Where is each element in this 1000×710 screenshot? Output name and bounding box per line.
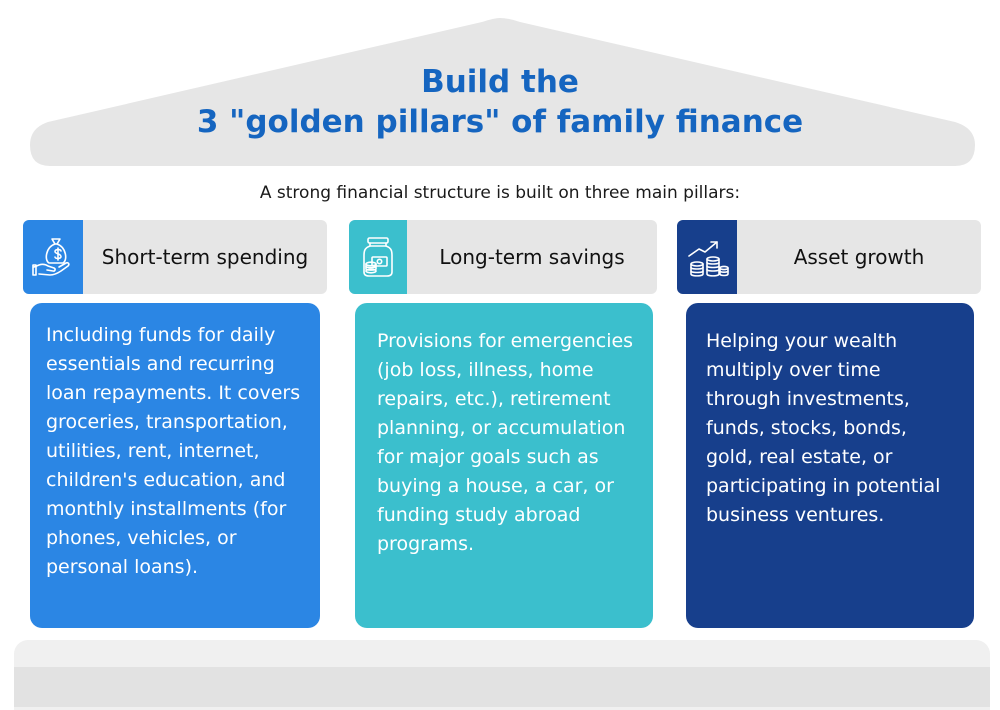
pillar-card-asset-growth: Helping your wealth multiply over time t… xyxy=(686,303,974,628)
pillar-label-short-term: Short-term spending xyxy=(101,245,309,269)
hand-money-bag-icon xyxy=(32,238,70,276)
pillar-icon-box-asset-growth xyxy=(677,220,737,294)
pillar-label-asset-growth: Asset growth xyxy=(793,245,925,269)
title-line-2: 3 "golden pillars" of family finance xyxy=(196,104,804,140)
pillar-header-short-term: Short-term spending xyxy=(23,220,327,294)
pillar-icon-box-long-term xyxy=(349,220,407,294)
pillar-card-long-term: Provisions for emergencies (job loss, il… xyxy=(355,303,653,628)
savings-jar-icon xyxy=(363,237,393,277)
title-line-1: Build the xyxy=(421,64,579,100)
subtitle: A strong financial structure is built on… xyxy=(259,183,741,203)
page-title: Build the 3 "golden pillars" of family f… xyxy=(150,62,850,142)
roof-shape xyxy=(30,18,975,166)
pillar-label-long-term: Long-term savings xyxy=(439,245,625,269)
pillar-icon-box-short-term xyxy=(23,220,83,294)
base-step-bottom xyxy=(14,667,990,707)
pillar-text-short-term: Including funds for daily essentials and… xyxy=(46,324,301,578)
coins-growth-icon xyxy=(688,241,729,277)
pillar-header-long-term: Long-term savings xyxy=(349,220,657,294)
pillar-text-asset-growth: Helping your wealth multiply over time t… xyxy=(706,330,941,526)
pillar-card-short-term: Including funds for daily essentials and… xyxy=(30,303,320,628)
pillar-text-long-term: Provisions for emergencies (job loss, il… xyxy=(377,330,634,555)
pillar-header-asset-growth: Asset growth xyxy=(677,220,981,294)
